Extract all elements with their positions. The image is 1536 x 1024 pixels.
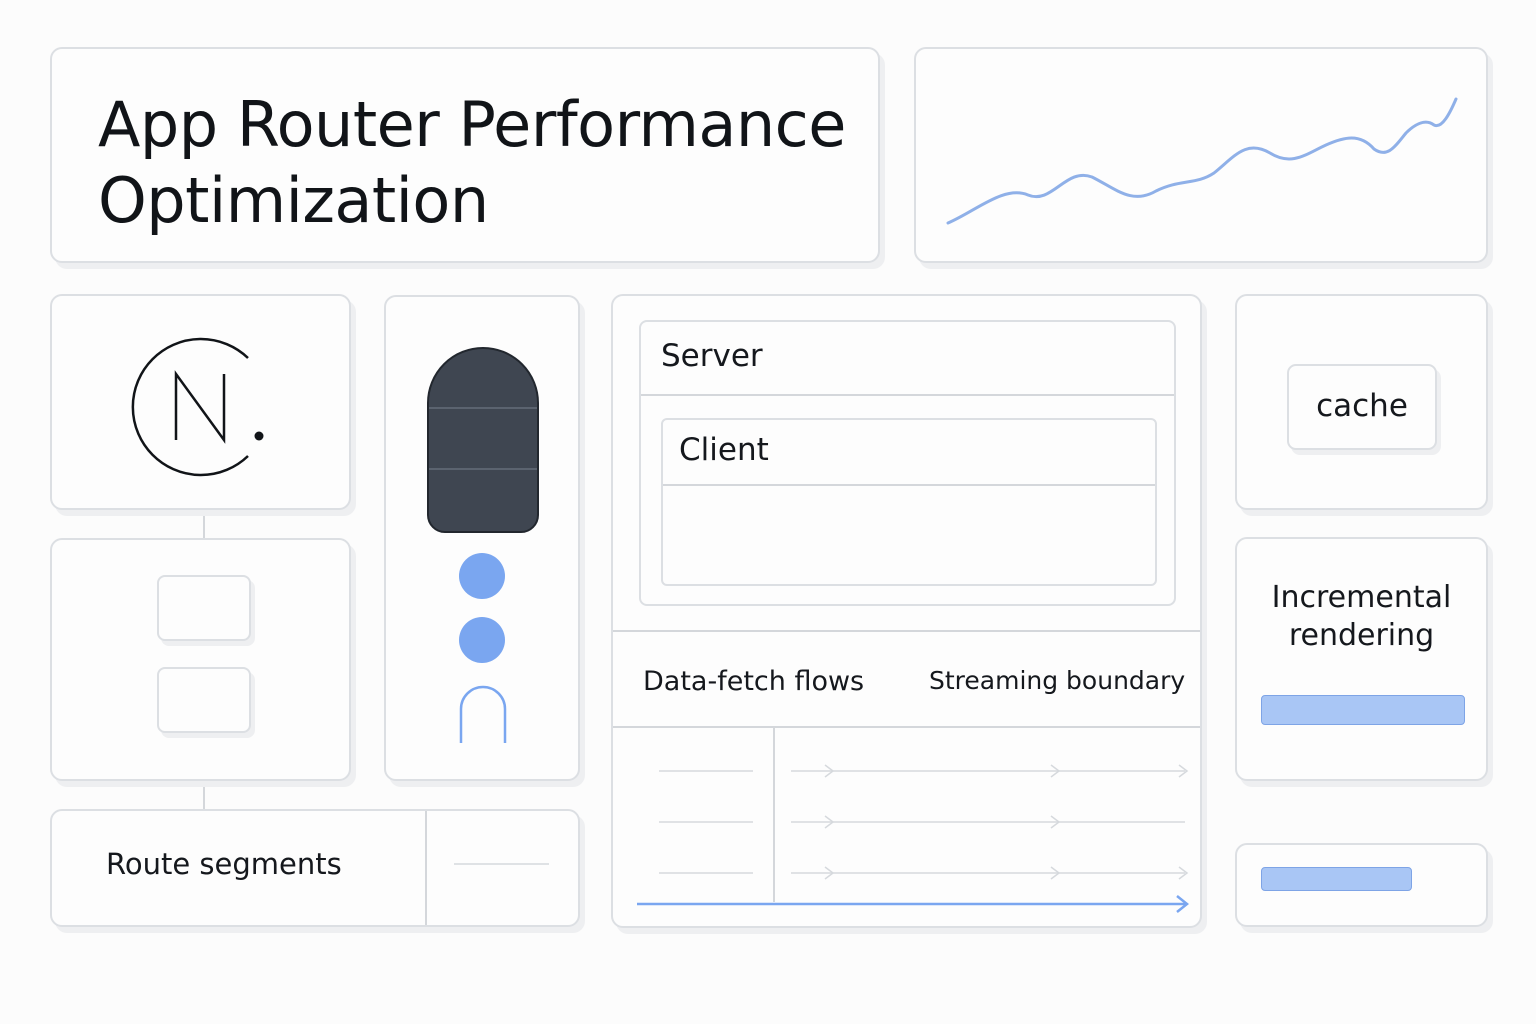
server-box: Server Client (639, 320, 1176, 606)
server-label: Server (661, 338, 763, 374)
nextjs-logo-card (50, 294, 351, 510)
incremental-rendering-card: Incremental rendering (1235, 537, 1488, 781)
server-client-card: Server Client Data-fetch flows Streaming… (611, 294, 1202, 928)
page-title: App Router Performance Optimization (98, 88, 846, 237)
status-dot-icon (459, 553, 505, 599)
title-card: App Router Performance Optimization (50, 47, 880, 263)
server-capsule-icon (427, 347, 539, 533)
arch-outline-icon (459, 685, 507, 743)
cache-card: cache (1235, 294, 1488, 510)
route-segments-divider (425, 811, 427, 925)
incremental-rendering-label: Incremental rendering (1271, 580, 1452, 653)
progress-bar (1261, 867, 1412, 891)
status-dot-icon (459, 617, 505, 663)
client-header-divider (663, 484, 1155, 486)
server-header-divider (641, 394, 1174, 396)
progress-bar-card (1235, 843, 1488, 927)
route-tree-node (157, 575, 251, 641)
route-tree-node (157, 667, 251, 733)
route-segments-card: Route segments (50, 809, 580, 927)
nextjs-logo-icon (131, 337, 264, 477)
data-fetch-flows-label: Data-fetch flows (643, 666, 865, 697)
route-segments-placeholder-line (454, 863, 549, 865)
flows-bottom-divider (613, 726, 1200, 728)
incremental-progress-bar (1261, 695, 1465, 725)
performance-trend-line (946, 97, 1458, 225)
data-flow-arrows (637, 764, 1190, 913)
flows-column-divider (773, 728, 775, 902)
route-tree-card (50, 538, 351, 781)
client-box: Client (661, 418, 1157, 586)
performance-trend-chart (946, 97, 1458, 225)
performance-chart-card (914, 47, 1488, 263)
route-segments-label: Route segments (106, 847, 342, 881)
client-label: Client (679, 432, 769, 468)
cache-label: cache (1316, 388, 1408, 424)
rendering-stack-card (384, 295, 580, 781)
cache-box: cache (1287, 364, 1437, 450)
flows-top-divider (613, 630, 1200, 632)
streaming-boundary-label: Streaming boundary (929, 666, 1186, 695)
